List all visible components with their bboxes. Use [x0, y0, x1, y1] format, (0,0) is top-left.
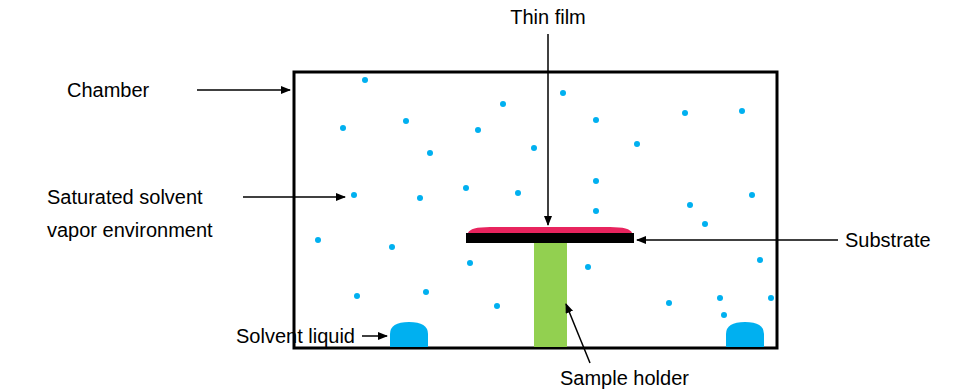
vapor-dot	[427, 150, 433, 156]
vapor-dot	[475, 127, 481, 133]
vapor-dot	[593, 117, 599, 123]
vapor-dot	[666, 300, 672, 306]
chamber-wall	[294, 72, 777, 348]
vapor-dot	[721, 312, 727, 318]
vapor-dot	[585, 264, 591, 270]
part-label: Solvent liquid	[236, 320, 355, 353]
vapor-dot	[463, 185, 469, 191]
sample-holder	[534, 243, 567, 347]
vapor-dot	[682, 110, 688, 116]
thin-film	[468, 227, 632, 233]
leader-line	[243, 196, 345, 198]
part-label: Chamber	[67, 74, 149, 107]
vapor-dot	[768, 295, 774, 301]
vapor-dot	[757, 257, 763, 263]
leader-line	[547, 34, 549, 225]
leader-line	[637, 239, 838, 241]
vapor-dot	[403, 118, 409, 124]
vapor-dot	[749, 192, 755, 198]
vapor-dot	[351, 192, 357, 198]
vapor-dot	[531, 145, 537, 151]
part-label: Substrate	[845, 224, 931, 257]
solvent-drop	[726, 322, 764, 347]
part-label: Sample holder	[560, 362, 689, 390]
vapor-dot	[634, 141, 640, 147]
vapor-dot	[423, 289, 429, 295]
vapor-dot	[315, 237, 321, 243]
vapor-dot	[702, 221, 708, 227]
leader-line	[197, 89, 290, 91]
vapor-dot	[687, 202, 693, 208]
vapor-dot	[500, 101, 506, 107]
vapor-dot	[362, 77, 368, 83]
vapor-dot	[593, 208, 599, 214]
vapor-dot	[739, 108, 745, 114]
part-label: Thin film	[507, 1, 589, 34]
vapor-dot	[354, 293, 360, 299]
leader-line	[362, 335, 387, 337]
solvent-drop	[390, 322, 428, 347]
vapor-dot	[417, 195, 423, 201]
vapor-dot	[467, 260, 473, 266]
vapor-dot	[515, 190, 521, 196]
vapor-dot	[560, 90, 566, 96]
vapor-dot	[717, 295, 723, 301]
vapor-dot	[340, 125, 346, 131]
vapor-dot	[494, 303, 500, 309]
vapor-dot	[389, 244, 395, 250]
substrate	[466, 233, 634, 243]
part-label: Saturated solvent vapor environment	[47, 181, 237, 247]
vapor-dot	[593, 178, 599, 184]
leader-line	[566, 304, 590, 363]
